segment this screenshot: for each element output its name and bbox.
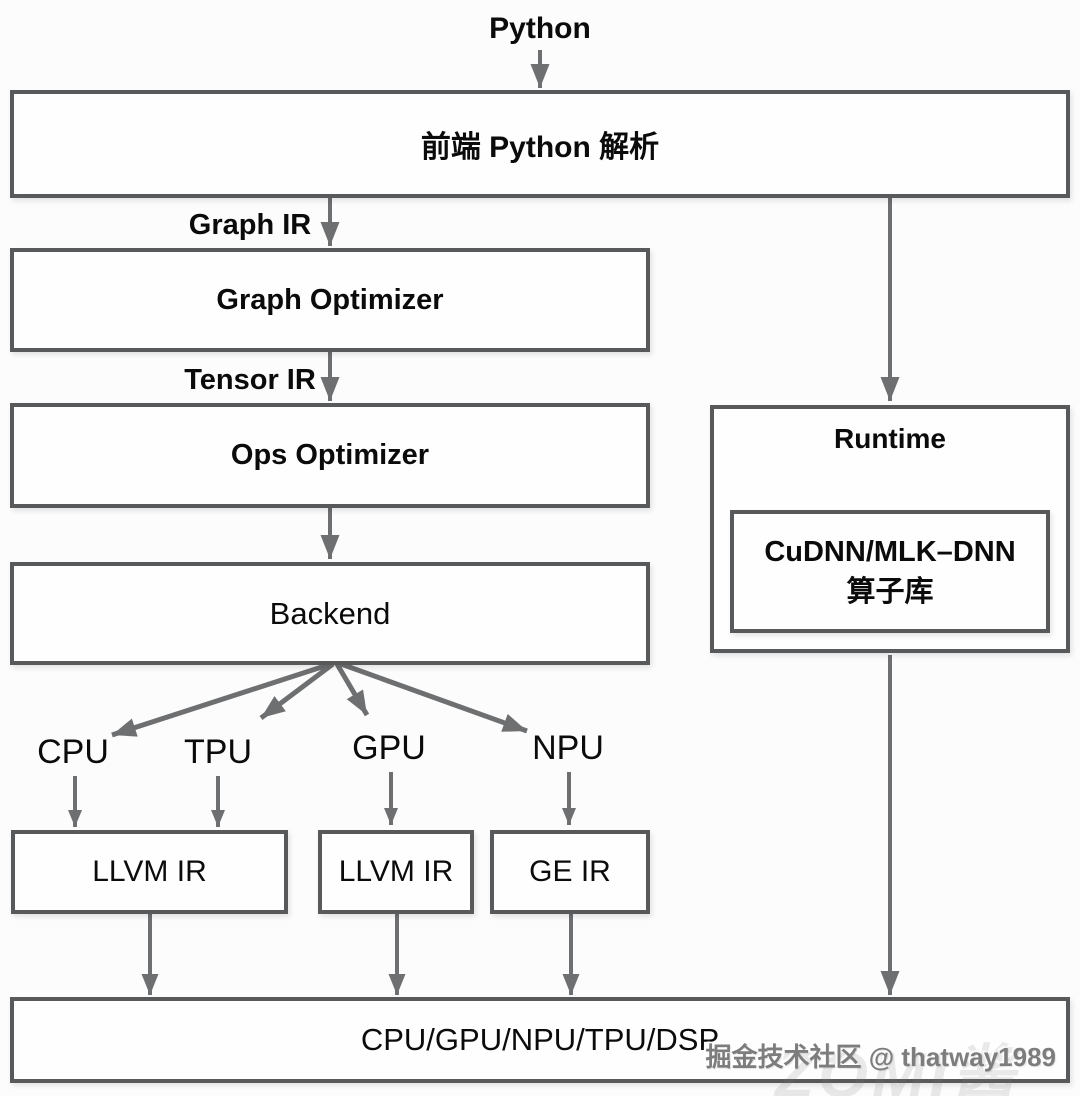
arrow-backend-to-gpu [334,662,370,717]
community-watermark: 掘金技术社区 @ thatway1989 [705,1042,1056,1072]
kernel-library-line1: CuDNN/MLK–DNN [764,535,1016,568]
node-frontend-python-parser: 前端 Python 解析 [10,90,1070,198]
label-python: Python [489,12,591,45]
arrow-backend-to-npu [340,661,528,734]
label-gpu: GPU [352,729,426,767]
label-tensor-ir: Tensor IR [184,364,316,396]
kernel-library-line2: 算子库 [846,575,934,608]
label-cpu: CPU [37,733,109,771]
label-tpu: TPU [184,733,252,771]
node-llvm-ir-mid: LLVM IR [318,830,474,914]
label-graph-ir: Graph IR [188,209,312,241]
node-ops-optimizer: Ops Optimizer [10,403,650,508]
node-hardware-targets: CPU/GPU/NPU/TPU/DSP [10,997,1070,1083]
arrow-backend-to-tpu [259,662,335,720]
arrow-backend-to-cpu [111,661,332,738]
label-npu: NPU [532,729,604,767]
node-ge-ir: GE IR [490,830,650,914]
node-kernel-library: CuDNN/MLK–DNN 算子库 [730,510,1050,633]
runtime-title: Runtime [834,423,946,454]
node-llvm-ir-left: LLVM IR [11,830,288,914]
node-graph-optimizer: Graph Optimizer [10,248,650,352]
ghost-watermark: ZOMI酱 [775,1039,1019,1096]
node-backend: Backend [10,562,650,665]
